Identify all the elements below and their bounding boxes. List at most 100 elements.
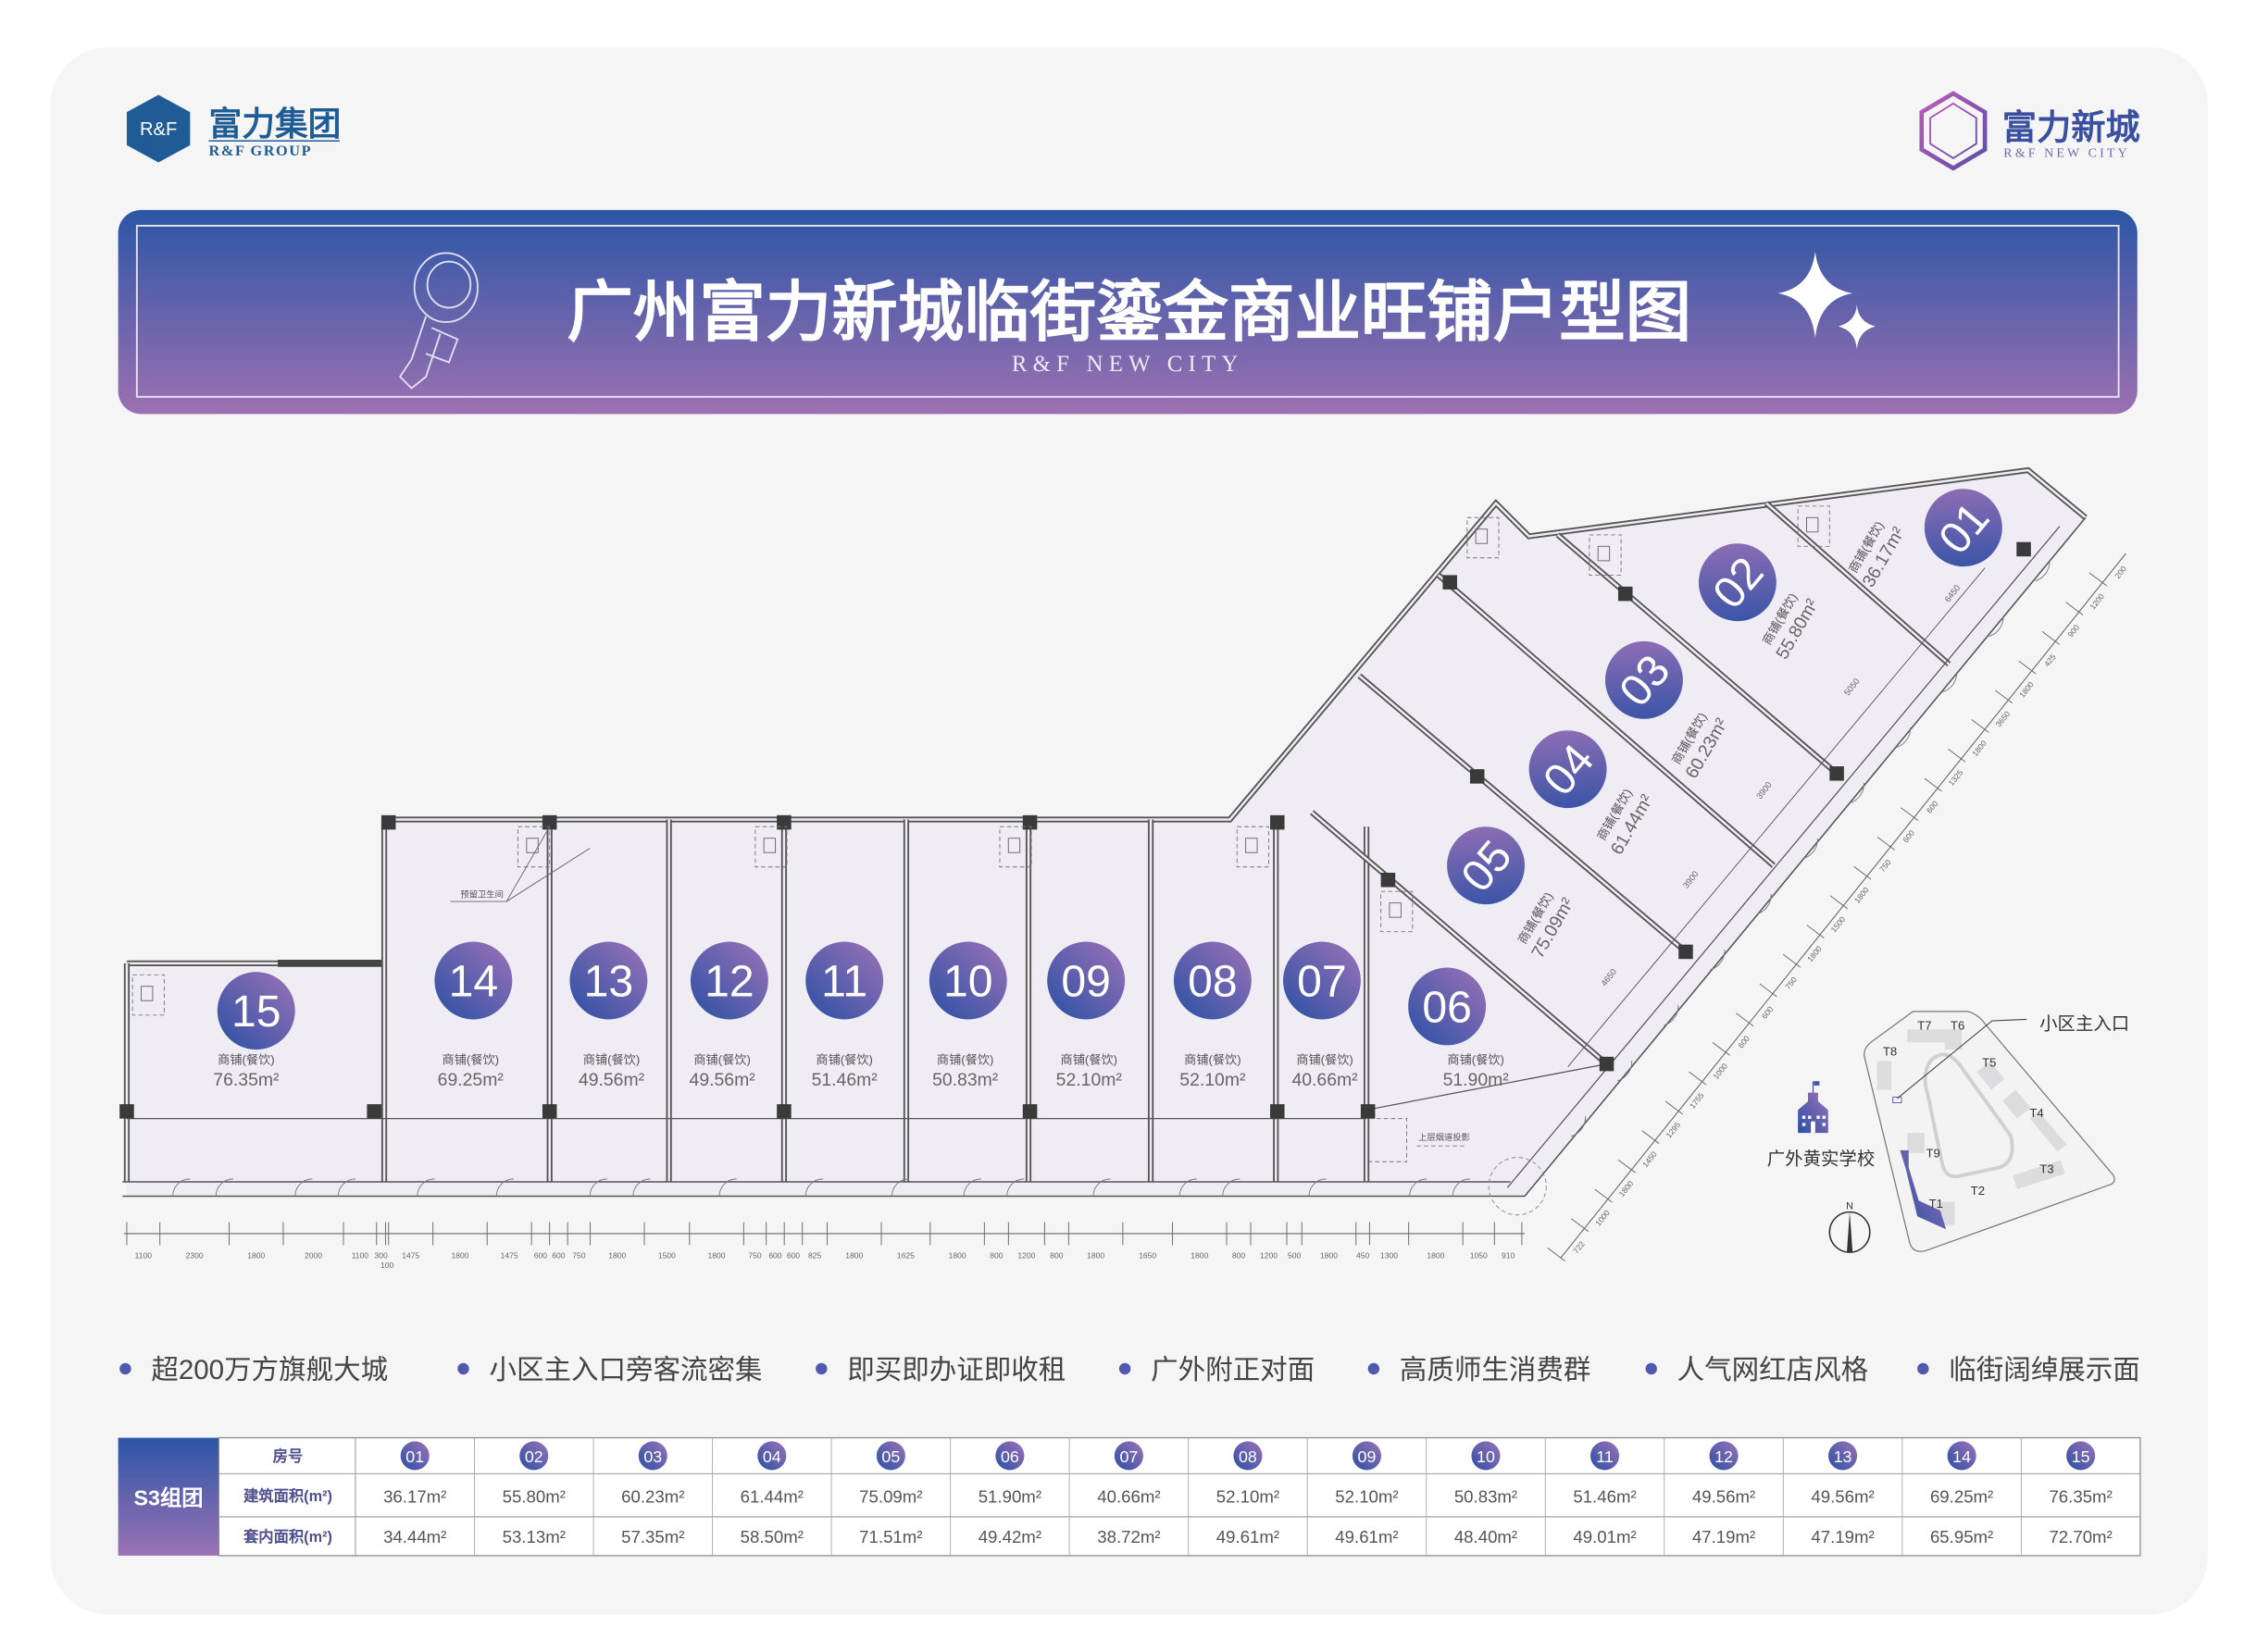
dimension-tick (1924, 777, 1942, 792)
feature-text: 人气网红店风格 (1677, 1355, 1869, 1385)
unit-type-label: 商铺(餐饮) (1296, 1053, 1353, 1067)
structural-column (1617, 586, 1633, 602)
dimension-tick (1736, 1012, 1754, 1027)
tower-building (1907, 1133, 1925, 1153)
dimension-label: 1050 (1470, 1250, 1488, 1260)
feature-list: 超200万方旗舰大城小区主入口旁客流密集即买即办证即收租广外附正对面高质师生消费… (119, 1355, 2140, 1385)
dimension-tick (1712, 1042, 1730, 1056)
unit-label: 商铺(餐饮)69.25m² (438, 1053, 505, 1090)
toilet-fixture-icon (754, 826, 788, 868)
tower-building (1976, 1061, 2005, 1090)
unit-label: 商铺(餐饮)40.66m² (1291, 1053, 1358, 1090)
school-icon (1798, 1081, 1828, 1134)
unit-area-label: 49.56m² (579, 1070, 645, 1090)
table-unit-id: 09 (1358, 1447, 1377, 1466)
flue-projection-note: 上层烟道投影 (1418, 1132, 1470, 1142)
feature-text: 临街阔绰展示面 (1949, 1355, 2140, 1385)
unit-label: 商铺(餐饮)51.46m² (812, 1053, 879, 1090)
unit-number: 11 (821, 957, 867, 1007)
table-unit-id: 03 (643, 1447, 662, 1466)
unit-number-badge: 07 (1282, 941, 1361, 1020)
table-unit-id: 13 (1834, 1447, 1852, 1466)
structural-column (1270, 814, 1285, 830)
table-row-header: 房号 (273, 1447, 304, 1465)
dimension-label: 1200 (1017, 1250, 1035, 1260)
dimension-tick (1948, 748, 1966, 763)
tower-label: T9 (1926, 1147, 1939, 1161)
tower-building (1876, 1061, 1892, 1090)
corner-detail-marker (1488, 1157, 1547, 1216)
toilet-fixture-icon (1380, 890, 1414, 933)
structural-column (1360, 1104, 1376, 1119)
tower-label: T2 (1971, 1184, 1985, 1198)
toilet-fixture-icon (131, 974, 165, 1016)
table-unit-badge (400, 1441, 430, 1471)
table-gross-area: 49.56m² (1811, 1486, 1874, 1506)
dimension-tick (1689, 1071, 1707, 1086)
structural-column (119, 1104, 134, 1119)
structural-column (367, 1104, 381, 1119)
door-swing (337, 1178, 355, 1197)
dimension-tick (1829, 895, 1849, 910)
toilet-fixture-icon (999, 826, 1032, 868)
toilet-fixture-icon (1589, 534, 1622, 576)
table-unit-badge (1114, 1441, 1143, 1471)
feature-item: 高质师生消费群 (1367, 1355, 1590, 1385)
structural-column (1022, 814, 1038, 830)
unit-label: 商铺(餐饮)51.90m² (1443, 1053, 1510, 1090)
unit-badge-circle (434, 941, 513, 1020)
dimension-label: 750 (748, 1250, 761, 1260)
feature-item: 人气网红店风格 (1645, 1355, 1868, 1385)
tower-label: T4 (2029, 1106, 2043, 1120)
dimension-label: 1100 (135, 1250, 153, 1260)
dimension-label: 1800 (1087, 1250, 1104, 1260)
door-swing (1308, 1178, 1327, 1197)
unit-number-badge: 02 (1698, 543, 1776, 622)
table-unit-id: 07 (1119, 1447, 1138, 1466)
dimension-label: 500 (1288, 1250, 1301, 1260)
table-gross-area: 40.66m² (1097, 1486, 1160, 1506)
table-net-area: 49.01m² (1573, 1527, 1636, 1546)
door-swing (804, 1178, 823, 1197)
unit-number: 10 (943, 957, 993, 1007)
rf-group-en: R&F GROUP (209, 142, 313, 159)
unit-type-label: 商铺(餐饮) (816, 1053, 873, 1067)
dimension-tick (1759, 983, 1777, 998)
rf-group-logo: R&F 富力集团 R&F GROUP (126, 94, 341, 163)
unit-type-label: 商铺(餐饮) (583, 1053, 641, 1067)
dimension-label: 600 (534, 1250, 547, 1260)
door-swing (1664, 1005, 1679, 1026)
unit-number: 06 (1422, 983, 1472, 1033)
dimension-label: 1100 (352, 1250, 369, 1260)
feature-item: 临街阔绰展示面 (1917, 1355, 2140, 1385)
dimension-tick (1594, 1188, 1613, 1203)
tower-label: T7 (1917, 1018, 1931, 1032)
unit-badge-circle (217, 972, 295, 1050)
table-unit-badge (1233, 1441, 1263, 1471)
structural-column (777, 1104, 792, 1119)
table-gross-area: 60.23m² (621, 1486, 684, 1506)
door-swing (1895, 727, 1912, 749)
table-net-area: 53.13m² (503, 1527, 566, 1546)
table-unit-badge (876, 1441, 905, 1471)
table-unit-badge (1709, 1441, 1739, 1471)
dimension-label: 1800 (1427, 1250, 1444, 1260)
unit-badge-circle (805, 941, 884, 1020)
banner-title: 广州富力新城临街鎏金商业旺铺户型图 (567, 276, 1691, 350)
rf-hexagon-icon (126, 94, 191, 163)
hexagon-logo-icon (1919, 91, 1988, 171)
table-gross-area: 69.25m² (1930, 1486, 1993, 1506)
unit-type-label: 商铺(餐饮) (1184, 1053, 1241, 1067)
unit-label: 商铺(餐饮)49.56m² (690, 1053, 756, 1090)
